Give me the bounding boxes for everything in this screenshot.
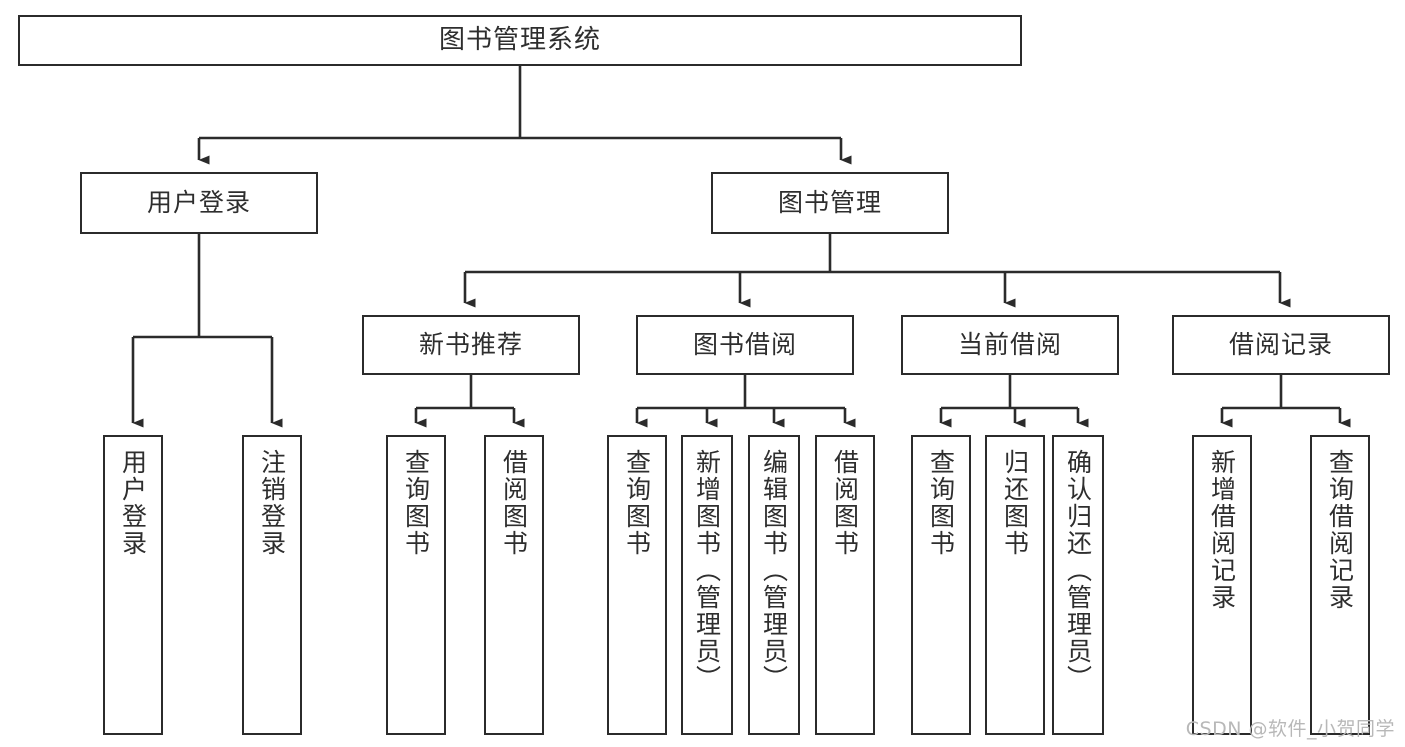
node-label: 图书借阅 xyxy=(692,330,797,360)
node-leaf-borrow-book-1[interactable]: 借阅图书 xyxy=(484,435,544,735)
node-leaf-query-book-2[interactable]: 查询图书 xyxy=(607,435,667,735)
node-leaf-query-book-1[interactable]: 查询图书 xyxy=(386,435,446,735)
node-label: 用户登录 xyxy=(118,449,148,557)
node-leaf-return-book[interactable]: 归还图书 xyxy=(985,435,1045,735)
node-label: 新书推荐 xyxy=(418,330,523,360)
node-leaf-logout-login[interactable]: 注销登录 xyxy=(242,435,302,735)
node-label: 借阅图书 xyxy=(830,449,860,557)
node-book-manage[interactable]: 图书管理 xyxy=(711,172,949,234)
node-label: 注销登录 xyxy=(257,449,287,557)
node-label: 确认归还（管理员） xyxy=(1063,449,1093,692)
node-current-borrow[interactable]: 当前借阅 xyxy=(901,315,1119,375)
node-label: 查询图书 xyxy=(622,449,652,557)
node-label: 归还图书 xyxy=(1000,449,1030,557)
node-leaf-add-book-admin[interactable]: 新增图书（管理员） xyxy=(681,435,733,735)
node-leaf-add-borrow-record[interactable]: 新增借阅记录 xyxy=(1192,435,1252,735)
node-label: 图书管理系统 xyxy=(438,25,601,56)
node-label: 借阅图书 xyxy=(499,449,529,557)
node-label: 查询借阅记录 xyxy=(1325,449,1355,611)
node-label: 图书管理 xyxy=(777,188,882,218)
node-label: 用户登录 xyxy=(146,188,251,218)
node-label: 编辑图书（管理员） xyxy=(759,449,789,692)
node-book-borrow[interactable]: 图书借阅 xyxy=(636,315,854,375)
node-borrow-record[interactable]: 借阅记录 xyxy=(1172,315,1390,375)
node-label: 新增借阅记录 xyxy=(1207,449,1237,611)
node-user-login[interactable]: 用户登录 xyxy=(80,172,318,234)
node-leaf-edit-book-admin[interactable]: 编辑图书（管理员） xyxy=(748,435,800,735)
node-label: 查询图书 xyxy=(926,449,956,557)
node-label: 借阅记录 xyxy=(1228,330,1333,360)
node-label: 查询图书 xyxy=(401,449,431,557)
node-leaf-query-book-3[interactable]: 查询图书 xyxy=(911,435,971,735)
node-leaf-query-borrow-record[interactable]: 查询借阅记录 xyxy=(1310,435,1370,735)
node-new-book-recommend[interactable]: 新书推荐 xyxy=(362,315,580,375)
node-root-book-management-system[interactable]: 图书管理系统 xyxy=(18,15,1022,66)
node-leaf-borrow-book-2[interactable]: 借阅图书 xyxy=(815,435,875,735)
node-label: 新增图书（管理员） xyxy=(692,449,722,692)
node-leaf-user-login[interactable]: 用户登录 xyxy=(103,435,163,735)
node-leaf-confirm-return-admin[interactable]: 确认归还（管理员） xyxy=(1052,435,1104,735)
node-label: 当前借阅 xyxy=(957,330,1062,360)
